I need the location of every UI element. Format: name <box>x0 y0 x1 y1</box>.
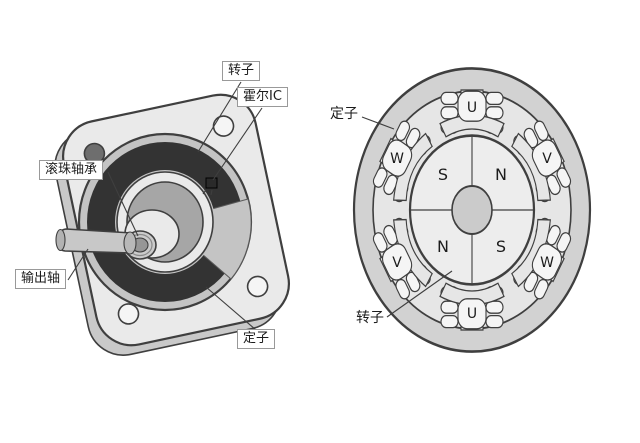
output-shaft-leader-line <box>67 248 89 281</box>
motor-cross-section: U V W U V W S N N S <box>352 67 592 353</box>
phase-capsule <box>382 139 413 177</box>
rotor-leader-line-right <box>386 270 453 318</box>
rotor-pole-n-bottom-left: N <box>437 237 449 256</box>
rotor-center-hub <box>451 185 493 235</box>
phase-capsule <box>382 243 413 281</box>
phase-label-w-bottom-right: W <box>540 255 554 271</box>
phase-label-v-bottom-left: V <box>392 255 402 271</box>
coil-turn <box>485 91 504 106</box>
hall-ic-leader-line <box>212 107 263 181</box>
rotor-pole-s-top-left: S <box>438 165 448 184</box>
mounting-hole-bottom-left <box>117 303 140 325</box>
stator-leader-line-right <box>361 116 395 130</box>
coil-turn <box>485 314 504 329</box>
stator-pole-bottom-right <box>511 217 572 300</box>
hall-ic-chip <box>205 177 218 189</box>
rotor-callout: 转子 <box>222 61 261 81</box>
rotor-pole-s-bottom-right: S <box>496 237 506 256</box>
cross-section-group: U V W U V W S N N S <box>352 67 592 353</box>
mounting-holes <box>83 115 269 325</box>
output-shaft <box>56 228 133 254</box>
phase-capsule <box>457 90 487 122</box>
phase-label-v-top-right: V <box>542 151 552 167</box>
output-shaft-callout: 输出轴 <box>15 269 67 289</box>
stator-pole-top <box>439 89 505 138</box>
phase-label-u-top: U <box>467 100 477 116</box>
rotor-label-right: 转子 <box>356 310 384 326</box>
stator-label-right: 定子 <box>330 106 358 122</box>
stator-pole-bottom-left <box>372 217 433 300</box>
phase-label-u-bottom: U <box>467 306 477 322</box>
stator-leader-line <box>205 286 257 331</box>
ball-bearing-callout: 滚珠轴承 <box>39 160 104 180</box>
phase-capsule <box>531 139 562 177</box>
phase-capsule <box>457 298 487 330</box>
shaft-tip <box>55 228 66 252</box>
phase-label-w-top-left: W <box>390 151 404 167</box>
rotor-pole-n-top-right: N <box>495 165 507 184</box>
motor-cutaway-illustration <box>54 81 290 356</box>
coil-turn <box>440 314 459 329</box>
coil-turn <box>440 91 459 106</box>
hall-ic-callout: 霍尔IC <box>237 87 288 107</box>
stator-pole-bottom <box>439 282 505 331</box>
phase-capsule <box>531 243 562 281</box>
mounting-hole-bottom-right <box>246 275 269 298</box>
hall-ic-leg <box>202 189 207 195</box>
ball-bearing-leader-line <box>107 171 139 237</box>
stator-callout: 定子 <box>237 329 276 349</box>
shaft-collar <box>123 231 137 255</box>
stator-pole-top-left <box>372 120 433 203</box>
mounting-hole-top-right <box>212 115 235 137</box>
rotor-leader-line <box>197 81 242 153</box>
hall-ic-leg <box>210 189 213 196</box>
stator-pole-top-right <box>511 120 572 203</box>
